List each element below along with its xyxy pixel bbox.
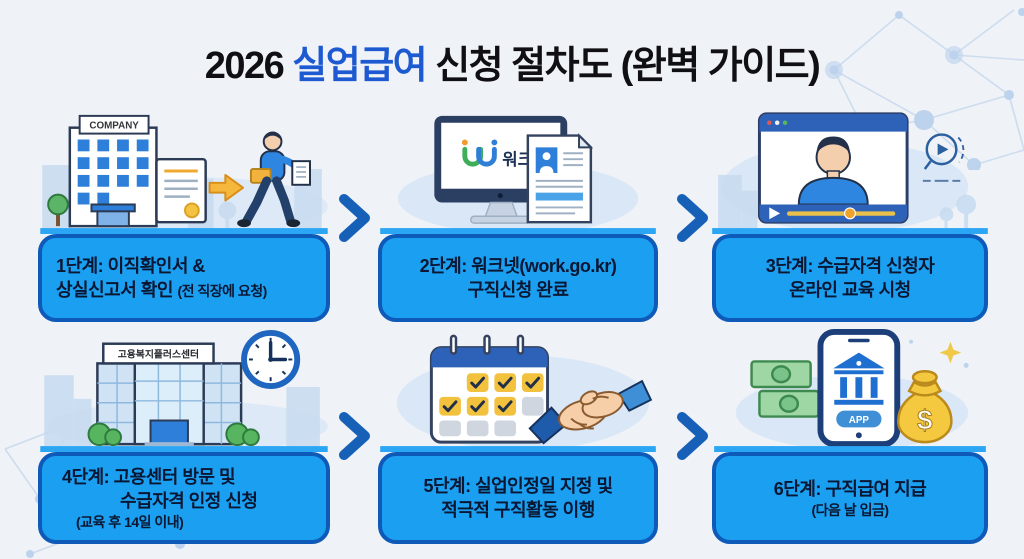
city-silhouette [718,174,976,229]
app-button-label: APP [849,415,870,426]
ground-line [714,446,986,452]
row-steps-1-3: COMPANY [0,108,1024,328]
employment-center-illustration-icon: 고용복지플러스센터 [40,329,328,452]
currency-symbol-label: $ [917,404,932,435]
step-3-illustration [712,108,988,234]
separation-document [155,157,207,224]
resume-document [526,133,594,224]
ground-line [40,228,328,234]
step-5-line1: 5단계: 실업인정일 지정 및 [423,475,613,496]
step-5-cell: 5단계: 실업인정일 지정 및 적극적 구직활동 이행 [378,326,658,544]
chevron-right-icon [677,194,708,242]
bank-icon [833,352,885,405]
play-icon [769,207,781,220]
progress-knob [843,207,857,220]
worknet-monitor-illustration-icon: 워크넷 [380,115,656,234]
step-2-cell: 워크넷 [378,108,658,322]
city-silhouette [44,375,320,447]
step-1-box: 1단계: 이직확인서 & 상실신고서 확인 (전 직장에 요청) [38,234,330,322]
step-3-line2: 온라인 교육 시청 [789,280,911,300]
instructor-avatar [797,136,869,206]
clock-icon [241,329,301,389]
step-4-note: (교육 후 14일 이내) [76,513,184,530]
attendance-calendar [429,334,550,444]
step-1-illustration: COMPANY [38,108,330,234]
handshake-icon [528,379,653,445]
banking-app-phone: APP [817,328,901,448]
step-3-line1: 3단계: 수급자격 신청자 [765,255,935,276]
money-bag-icon: $ [897,370,953,444]
video-play-magnifier-icon [923,133,965,170]
step-3-cell: 3단계: 수급자격 신청자 온라인 교육 시청 [712,108,988,322]
step-4-line2: 수급자격 인정 신청 [120,490,258,511]
company-handover-illustration-icon: COMPANY [40,114,328,234]
ground-line [712,228,988,234]
ground-line [40,446,328,452]
step-2-illustration: 워크넷 [378,108,658,234]
step-5-box: 5단계: 실업인정일 지정 및 적극적 구직활동 이행 [378,452,658,544]
step-6-illustration: APP $ [712,326,988,452]
employment-center-sign-label: 고용복지플러스센터 [118,348,199,361]
step-6-box: 6단계: 구직급여 지급 (다음 날 입금) [712,452,988,544]
video-player-window [757,112,909,224]
step-2-line2: 구직신청 완료 [467,280,569,300]
title-suffix: 신청 절차도 (완벽 가이드) [426,45,821,87]
handover-arrow-icon [208,173,245,202]
step-4-line1: 4단계: 고용센터 방문 및 [62,466,236,487]
online-video-illustration-icon [712,112,988,234]
sparkle-icon [909,339,969,368]
step-1-line2: 상실신고서 확인 [56,280,173,300]
company-sign-label: COMPANY [89,121,139,132]
step-2-line1: 2단계: 워크넷(work.go.kr) [419,255,617,276]
calendar-cells [439,373,544,437]
title-highlight: 실업급여 [292,45,427,87]
bushes [87,422,260,447]
walking-worker [237,131,311,228]
step-5-illustration [378,326,658,452]
step-3-box: 3단계: 수급자격 신청자 온라인 교육 시청 [712,234,988,322]
step-4-cell: 고용복지플러스센터 [38,326,330,544]
ground-line [380,446,656,452]
title-prefix: 2026 [204,45,293,87]
tree [47,193,69,227]
chevron-right-icon [339,194,370,242]
step-1-cell: COMPANY [38,108,330,322]
calendar-handshake-illustration-icon [380,334,656,452]
step-4-box: 4단계: 고용센터 방문 및 수급자격 인정 신청 (교육 후 14일 이내) [38,452,330,544]
ground-line [380,228,656,234]
step-1-note: (전 직장에 요청) [177,283,267,299]
step-6-note: (다음 날 입금) [811,501,889,518]
company-building: COMPANY [68,114,158,228]
row-steps-4-6: 고용복지플러스센터 [0,326,1024,546]
employment-center-building: 고용복지플러스센터 [96,342,243,447]
step-5-line2: 적극적 구직활동 이행 [441,500,595,520]
step-1-line1: 1단계: 이직확인서 & [56,255,205,276]
benefit-payment-illustration-icon: APP $ [714,328,986,452]
chevron-right-icon [339,412,370,460]
step-6-cell: APP $ 6단계: 구직 [712,326,988,544]
chevron-right-icon [677,412,708,460]
step-4-illustration: 고용복지플러스센터 [38,326,330,452]
page-title: 2026 실업급여 신청 절차도 (완벽 가이드) [0,34,1024,89]
step-2-box: 2단계: 워크넷(work.go.kr) 구직신청 완료 [378,234,658,322]
step-6-line1: 6단계: 구직급여 지급 [773,478,927,499]
